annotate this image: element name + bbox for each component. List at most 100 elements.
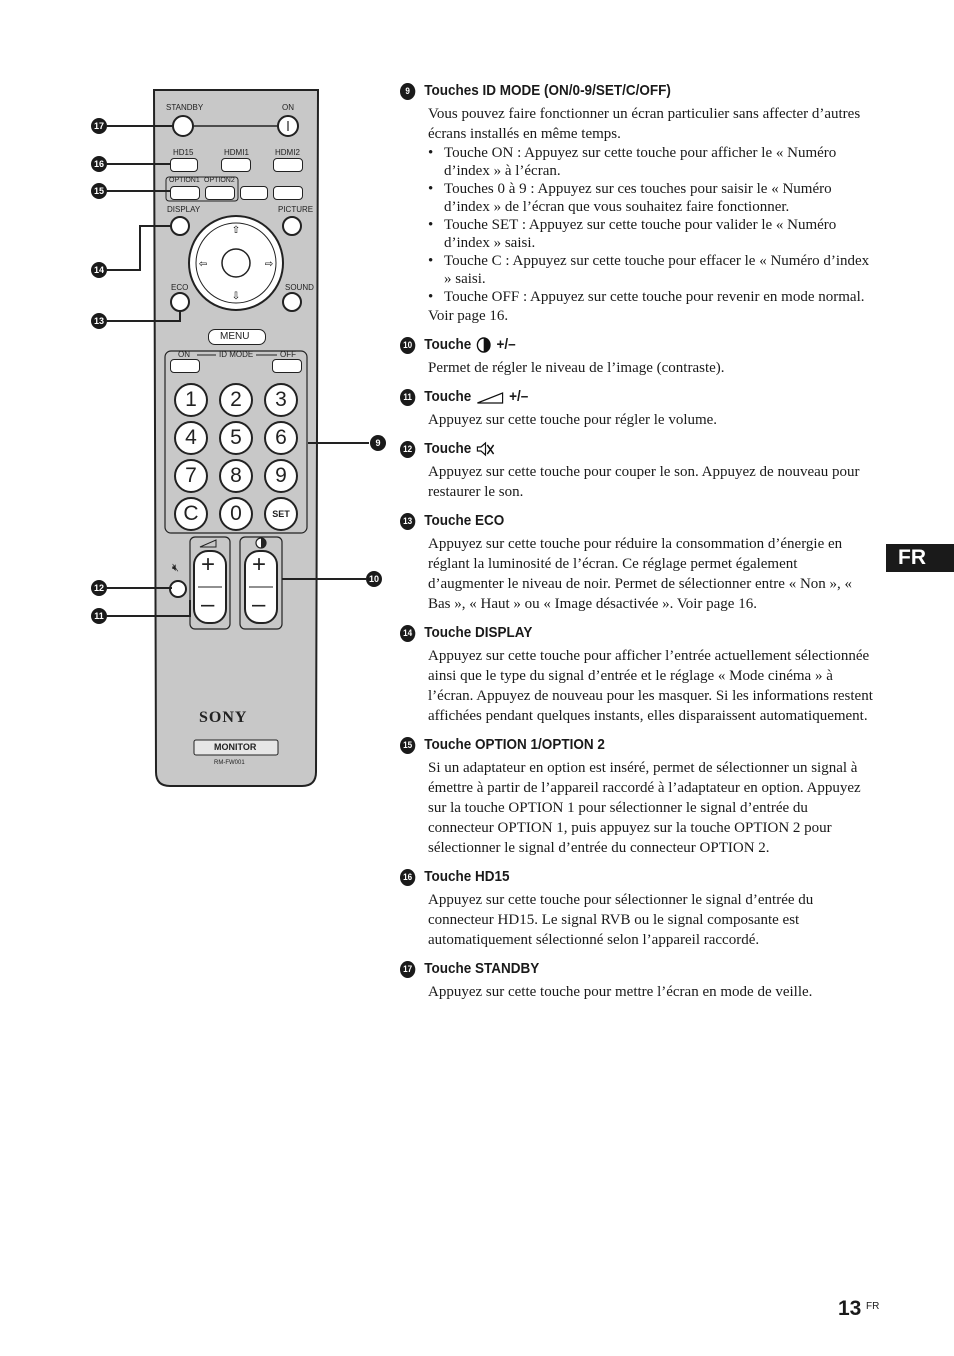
callout-12: 12	[91, 580, 107, 596]
key-4[interactable]: 4	[174, 421, 208, 455]
callout-17: 17	[91, 118, 107, 134]
key-0[interactable]: 0	[219, 497, 253, 531]
picture-label: PICTURE	[278, 205, 314, 214]
key-5[interactable]: 5	[219, 421, 253, 455]
list-item: Touche SET : Appuyez sur cette touche po…	[428, 216, 875, 252]
section-text: Permet de régler le niveau de l’image (c…	[428, 360, 725, 376]
option1-label: OPTION1	[169, 177, 200, 184]
svg-text:⇦: ⇦	[199, 259, 207, 270]
section-text: Appuyez sur cette touche pour réduire la…	[428, 536, 853, 612]
sound-label: SOUND	[285, 283, 314, 292]
mute-icon	[477, 441, 495, 457]
callout-14: 14	[91, 262, 107, 278]
id-mode-label: ID MODE	[219, 350, 254, 359]
callout-10: 10	[366, 571, 382, 587]
id-on-button[interactable]	[170, 359, 200, 373]
language-tab: FR	[886, 544, 954, 572]
mute-icon: 🔇︎	[172, 562, 179, 574]
hdmi1-label: HDMI1	[224, 148, 249, 157]
menu-label: MENU	[220, 331, 250, 342]
key-1[interactable]: 1	[174, 383, 208, 417]
hdmi1-button[interactable]	[221, 158, 251, 172]
picture-mode-button[interactable]	[240, 186, 268, 200]
svg-text:⇨: ⇨	[265, 259, 273, 270]
eco-label: ECO	[171, 283, 189, 292]
key-3[interactable]: 3	[264, 383, 298, 417]
svg-text:⇧: ⇧	[232, 225, 240, 236]
menu-button[interactable]	[208, 329, 266, 345]
brand-logo: SONY	[199, 709, 248, 726]
key-6[interactable]: 6	[264, 421, 298, 455]
model-label: RM-FW001	[214, 760, 245, 766]
id-on-label: ON	[178, 350, 190, 359]
monitor-label: MONITOR	[214, 742, 257, 752]
bullet-list: Touche ON : Appuyez sur cette touche pou…	[428, 144, 875, 306]
key-set[interactable]: SET	[264, 497, 298, 531]
callout-9: 9	[370, 435, 386, 451]
volume-minus[interactable]: –	[201, 591, 215, 618]
key-2[interactable]: 2	[219, 383, 253, 417]
section-text: Appuyez sur cette touche pour couper le …	[428, 464, 860, 500]
key-9[interactable]: 9	[264, 459, 298, 493]
option2-label: OPTION2	[204, 177, 235, 184]
section-text: Appuyez sur cette touche pour régler le …	[428, 412, 718, 428]
list-item: Touche OFF : Appuyez sur cette touche po…	[428, 288, 875, 306]
volume-plus[interactable]: +	[201, 551, 216, 578]
key-8[interactable]: 8	[219, 459, 253, 493]
key-7[interactable]: 7	[174, 459, 208, 493]
contrast-plus[interactable]: +	[252, 551, 267, 578]
volume-icon	[477, 392, 504, 404]
hd15-label: HD15	[173, 148, 194, 157]
option2-button[interactable]	[205, 186, 235, 200]
section-intro: Vous pouvez faire fonctionner un écran p…	[428, 106, 861, 142]
hdmi2-label: HDMI2	[275, 148, 300, 157]
svg-text:⇩: ⇩	[232, 291, 240, 302]
contrast-icon	[476, 337, 491, 353]
id-off-label: OFF	[280, 350, 296, 359]
remote-illustration: ⇧ ⇩ ⇦ ⇨	[0, 0, 400, 800]
list-item: Touche C : Appuyez sur cette touche pour…	[428, 252, 875, 288]
contrast-minus[interactable]: –	[252, 591, 266, 618]
list-item: Touche ON : Appuyez sur cette touche pou…	[428, 144, 875, 180]
standby-label: STANDBY	[166, 103, 204, 112]
hdmi2-button[interactable]	[273, 158, 303, 172]
page-reference: Voir page 16.	[428, 308, 509, 324]
callout-13: 13	[91, 313, 107, 329]
on-label: ON	[282, 103, 294, 112]
callout-11: 11	[91, 608, 107, 624]
aspect-button[interactable]	[273, 186, 303, 200]
section-text: Appuyez sur cette touche pour afficher l…	[428, 648, 873, 724]
id-off-button[interactable]	[272, 359, 302, 373]
option1-button[interactable]	[170, 186, 200, 200]
page-number: 13	[838, 1297, 862, 1320]
section-text: Si un adaptateur en option est inséré, p…	[428, 760, 861, 856]
page-number-suffix: FR	[866, 1301, 880, 1312]
hd15-button[interactable]	[170, 158, 198, 172]
callout-15: 15	[91, 183, 107, 199]
display-label: DISPLAY	[167, 205, 201, 214]
key-c[interactable]: C	[174, 497, 208, 531]
section-text: Appuyez sur cette touche pour mettre l’é…	[428, 984, 813, 1000]
list-item: Touches 0 à 9 : Appuyez sur ces touches …	[428, 180, 875, 216]
callout-16: 16	[91, 156, 107, 172]
section-text: Appuyez sur cette touche pour sélectionn…	[428, 892, 814, 948]
